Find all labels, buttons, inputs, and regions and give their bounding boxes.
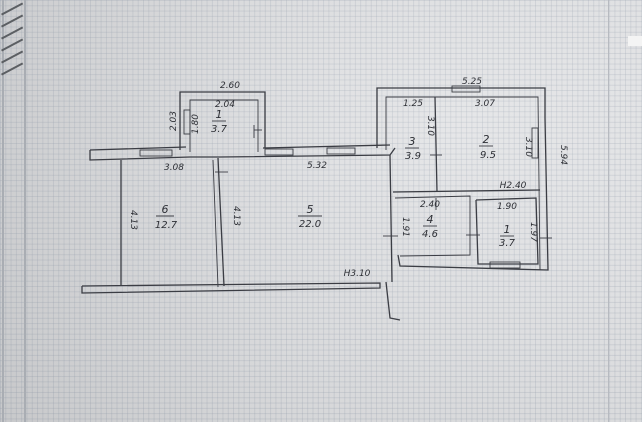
wall-right-outer — [376, 87, 549, 271]
dim-label: 1.90 — [497, 202, 517, 212]
dim-label: 2.40 — [420, 200, 440, 210]
room-area: 22.0 — [299, 219, 321, 230]
room-area: 9.5 — [480, 150, 496, 161]
dim-label: 2.03 — [169, 111, 179, 131]
wall-room2-south — [392, 189, 541, 193]
margin-line-right — [608, 0, 609, 422]
dim-label: 4.13 — [128, 210, 138, 230]
margin-line-left — [2, 0, 4, 422]
wall-room4 — [394, 195, 471, 257]
room-number: 5 — [307, 203, 314, 216]
window-bath — [489, 261, 521, 269]
plan-walls — [81, 87, 549, 321]
dim-label: 2.04 — [215, 100, 235, 110]
wall-south-stub — [385, 281, 401, 321]
dim-label: Н3.10 — [344, 269, 371, 279]
dim-label: 3.08 — [164, 163, 184, 173]
wall-kitchen-outer — [179, 91, 266, 150]
dim-label: 3.07 — [475, 99, 495, 109]
dim-label: 1.97 — [528, 222, 538, 242]
room-labels: 1 3.7 2 9.5 3 3.9 4 4.6 1 3.7 5 22.0 6 1… — [155, 108, 516, 249]
wall-room6-room5 — [217, 157, 225, 287]
room-area: 3.7 — [499, 238, 516, 249]
room-number: 1 — [216, 108, 223, 121]
dim-label: 5.94 — [558, 145, 568, 165]
window-room5-a — [264, 148, 294, 156]
plan-openings — [139, 85, 552, 269]
wall-north-left — [89, 147, 396, 161]
room-area: 12.7 — [155, 220, 178, 231]
room-number: 4 — [427, 213, 434, 226]
room-area: 4.6 — [422, 229, 438, 240]
window-kitchen — [183, 109, 191, 135]
dim-label: 1.25 — [403, 99, 423, 109]
dim-label: 1.80 — [191, 114, 201, 134]
window-room6 — [139, 149, 173, 157]
room-number: 1 — [504, 223, 511, 236]
dim-label: 4.13 — [231, 206, 241, 226]
margin-line-inner — [24, 0, 26, 422]
wall-right-inner — [385, 96, 541, 271]
wall-north-outer-right — [262, 144, 391, 149]
wall-room6-room5-inner — [212, 159, 219, 288]
dimension-labels: 2.60 2.04 2.03 1.80 5.25 1.25 3.07 3.10 … — [128, 77, 568, 279]
dim-label: 3.10 — [425, 116, 435, 136]
dim-label: 2.60 — [220, 81, 240, 91]
room-area: 3.7 — [211, 124, 228, 135]
corner-highlight — [628, 36, 642, 46]
dim-label: 3.10 — [523, 137, 533, 157]
room-number: 3 — [409, 135, 416, 148]
wall-room3-room2 — [434, 96, 438, 193]
wall-east-room5 — [389, 154, 393, 283]
room-area: 3.9 — [405, 151, 421, 162]
dim-label: 5.25 — [462, 77, 482, 87]
wall-bath — [475, 197, 539, 265]
wall-south — [81, 282, 381, 294]
dim-label: 1.91 — [400, 217, 410, 237]
window-room5-b — [326, 147, 356, 155]
dim-label: 5.32 — [307, 161, 327, 171]
room-number: 6 — [162, 203, 169, 216]
window-room2-top — [451, 85, 481, 93]
dim-label: Н2.40 — [500, 181, 527, 191]
window-room2-side — [531, 127, 539, 159]
room-number: 2 — [483, 133, 490, 146]
wall-north-outer — [89, 146, 187, 151]
